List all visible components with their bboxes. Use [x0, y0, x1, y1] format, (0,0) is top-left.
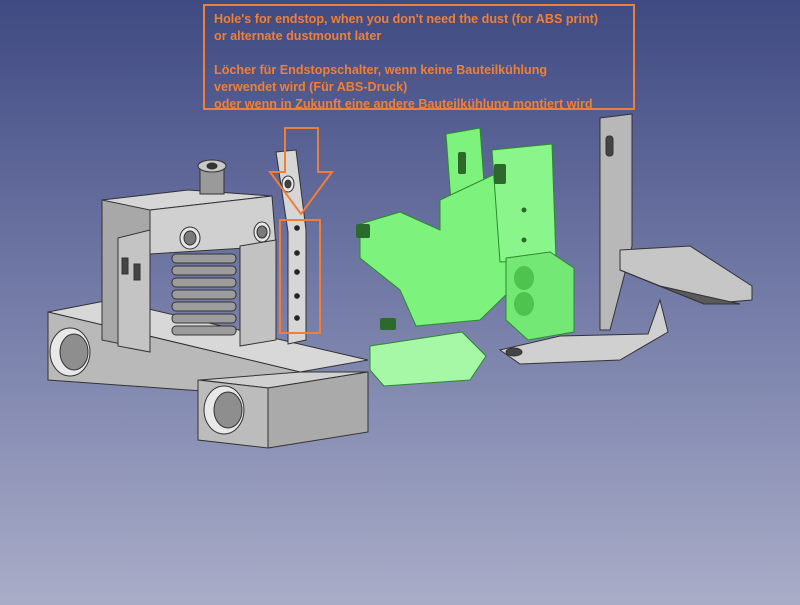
callout-line-de-3: oder wenn in Zukunft eine andere Bauteil… [214, 97, 593, 111]
heatsink-fins [171, 253, 237, 336]
annotation-arrow [268, 127, 334, 216]
callout-line-de-2: verwendet wird (Für ABS-Druck) [214, 80, 408, 94]
highlight-box [279, 219, 321, 334]
front-block-side [267, 371, 369, 449]
dustmount-part-selected[interactable] [356, 127, 575, 387]
callout-line-de-1: Löcher für Endstopschalter, wenn keine B… [214, 63, 548, 77]
bracket-upright [599, 113, 633, 331]
callout-spacer [214, 45, 624, 62]
dustmount-right-plate [491, 143, 557, 263]
endstop-hole [294, 225, 300, 231]
callout-line-en-1: Hole's for endstop, when you don't need … [214, 12, 599, 26]
housing-right-wall [239, 239, 277, 347]
annotation-callout: Hole's for endstop, when you don't need … [203, 4, 635, 111]
callout-line-en-2: or alternate dustmount later [214, 29, 382, 43]
dustmount-lower-lip [369, 331, 487, 387]
bracket-base-plate [498, 298, 669, 365]
housing-front-left [117, 229, 151, 353]
hotend-carriage-part[interactable] [47, 149, 369, 449]
duct-box [505, 251, 575, 341]
carriage-bracket-part[interactable] [498, 113, 753, 365]
bracket-arm-underside [619, 269, 741, 305]
arrow-outline [268, 127, 334, 216]
